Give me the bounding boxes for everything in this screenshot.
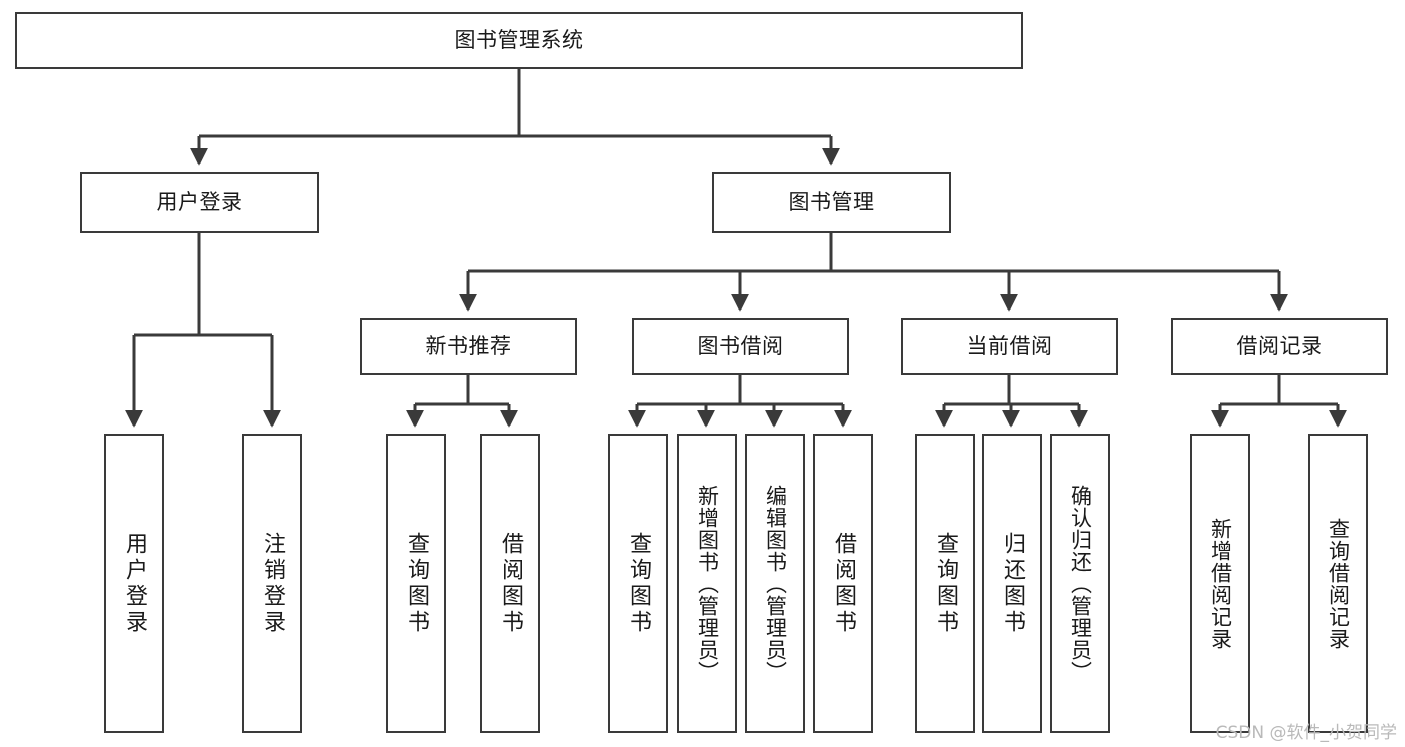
node-book-manage[interactable]: 图书管理 xyxy=(712,172,951,233)
node-leaf-logout-label: 注销登录 xyxy=(260,531,285,636)
node-leaf-query-book-2[interactable]: 查询图书 xyxy=(608,434,668,733)
node-leaf-query-record-label: 查询借阅记录 xyxy=(1326,517,1351,650)
node-leaf-confirm-return-label: 确认归还（管理员） xyxy=(1068,484,1093,683)
node-leaf-add-record-label: 新增借阅记录 xyxy=(1208,517,1233,650)
node-leaf-query-book-3-label: 查询图书 xyxy=(933,531,958,636)
node-leaf-query-record[interactable]: 查询借阅记录 xyxy=(1308,434,1368,733)
node-leaf-query-book-3[interactable]: 查询图书 xyxy=(915,434,975,733)
node-leaf-add-book-label: 新增图书（管理员） xyxy=(695,484,720,683)
node-leaf-edit-book-label: 编辑图书（管理员） xyxy=(763,484,788,683)
node-leaf-query-book-1-label: 查询图书 xyxy=(404,531,429,636)
node-leaf-return-book-label: 归还图书 xyxy=(1000,531,1025,636)
node-book-borrow[interactable]: 图书借阅 xyxy=(632,318,849,375)
node-leaf-query-book-1[interactable]: 查询图书 xyxy=(386,434,446,733)
node-user-login-label: 用户登录 xyxy=(156,189,243,214)
node-leaf-query-book-2-label: 查询图书 xyxy=(626,531,651,636)
node-new-book-recommend-label: 新书推荐 xyxy=(425,333,512,358)
node-leaf-confirm-return[interactable]: 确认归还（管理员） xyxy=(1050,434,1110,733)
node-current-borrow[interactable]: 当前借阅 xyxy=(901,318,1118,375)
node-leaf-edit-book[interactable]: 编辑图书（管理员） xyxy=(745,434,805,733)
node-leaf-logout[interactable]: 注销登录 xyxy=(242,434,302,733)
node-root[interactable]: 图书管理系统 xyxy=(15,12,1023,69)
node-root-label: 图书管理系统 xyxy=(454,27,584,52)
node-current-borrow-label: 当前借阅 xyxy=(966,333,1053,358)
node-leaf-user-login-label: 用户登录 xyxy=(122,531,147,636)
node-leaf-borrow-book-2[interactable]: 借阅图书 xyxy=(813,434,873,733)
watermark-text: CSDN @软件_小贺同学 xyxy=(1215,723,1397,743)
node-leaf-borrow-book-1[interactable]: 借阅图书 xyxy=(480,434,540,733)
node-leaf-borrow-book-2-label: 借阅图书 xyxy=(831,531,856,636)
node-book-manage-label: 图书管理 xyxy=(788,189,875,214)
node-borrow-record-label: 借阅记录 xyxy=(1236,333,1323,358)
node-borrow-record[interactable]: 借阅记录 xyxy=(1171,318,1388,375)
node-user-login[interactable]: 用户登录 xyxy=(80,172,319,233)
node-leaf-return-book[interactable]: 归还图书 xyxy=(982,434,1042,733)
node-leaf-user-login[interactable]: 用户登录 xyxy=(104,434,164,733)
node-leaf-borrow-book-1-label: 借阅图书 xyxy=(498,531,523,636)
node-leaf-add-book[interactable]: 新增图书（管理员） xyxy=(677,434,737,733)
node-leaf-add-record[interactable]: 新增借阅记录 xyxy=(1190,434,1250,733)
node-new-book-recommend[interactable]: 新书推荐 xyxy=(360,318,577,375)
node-book-borrow-label: 图书借阅 xyxy=(697,333,784,358)
